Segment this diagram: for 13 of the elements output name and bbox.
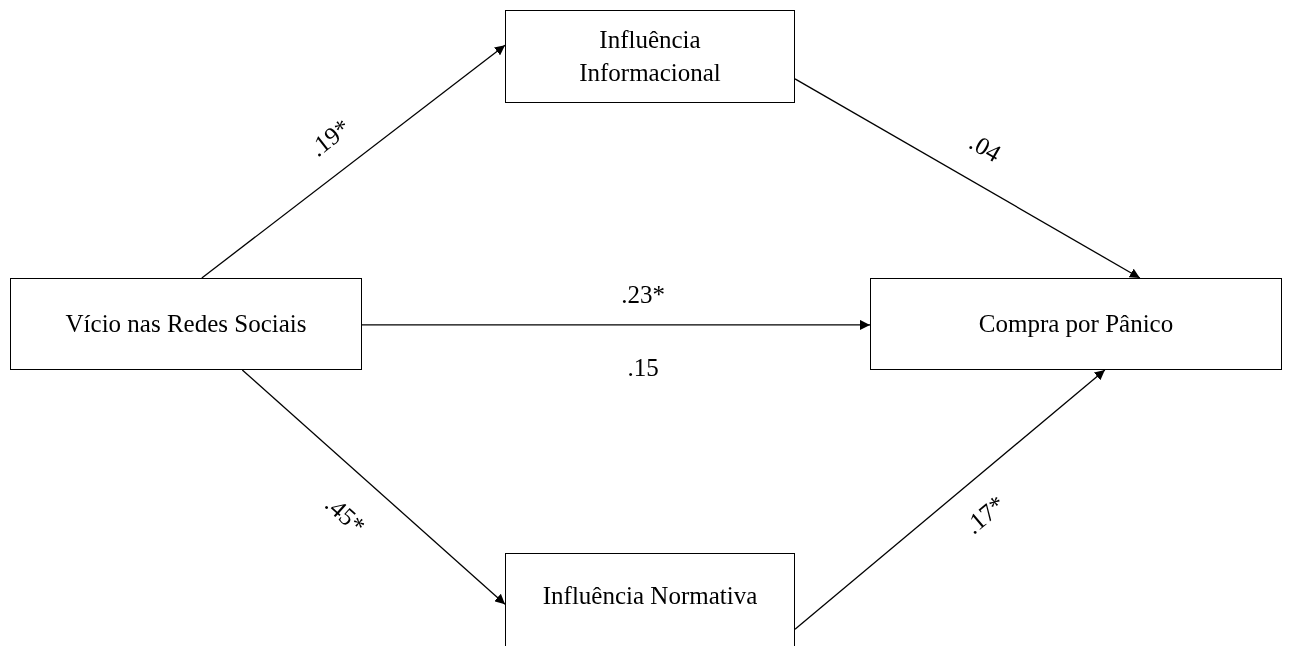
variable-box [505, 553, 795, 646]
path-arrow [794, 78, 1141, 279]
path-arrow [361, 319, 871, 330]
variable-name: Compra por Pânico [978, 308, 1174, 339]
variable-box [505, 10, 795, 103]
variable-name: Influência Informacional [578, 25, 722, 88]
path-arrow [201, 44, 506, 279]
path-arrow [794, 369, 1106, 630]
variable-box [870, 278, 1282, 370]
variable-name: Vício nas Redes Sociais [65, 308, 307, 339]
variable-box [10, 278, 362, 370]
variable-name: Influência Normativa [542, 580, 758, 611]
path-arrow [241, 369, 506, 605]
